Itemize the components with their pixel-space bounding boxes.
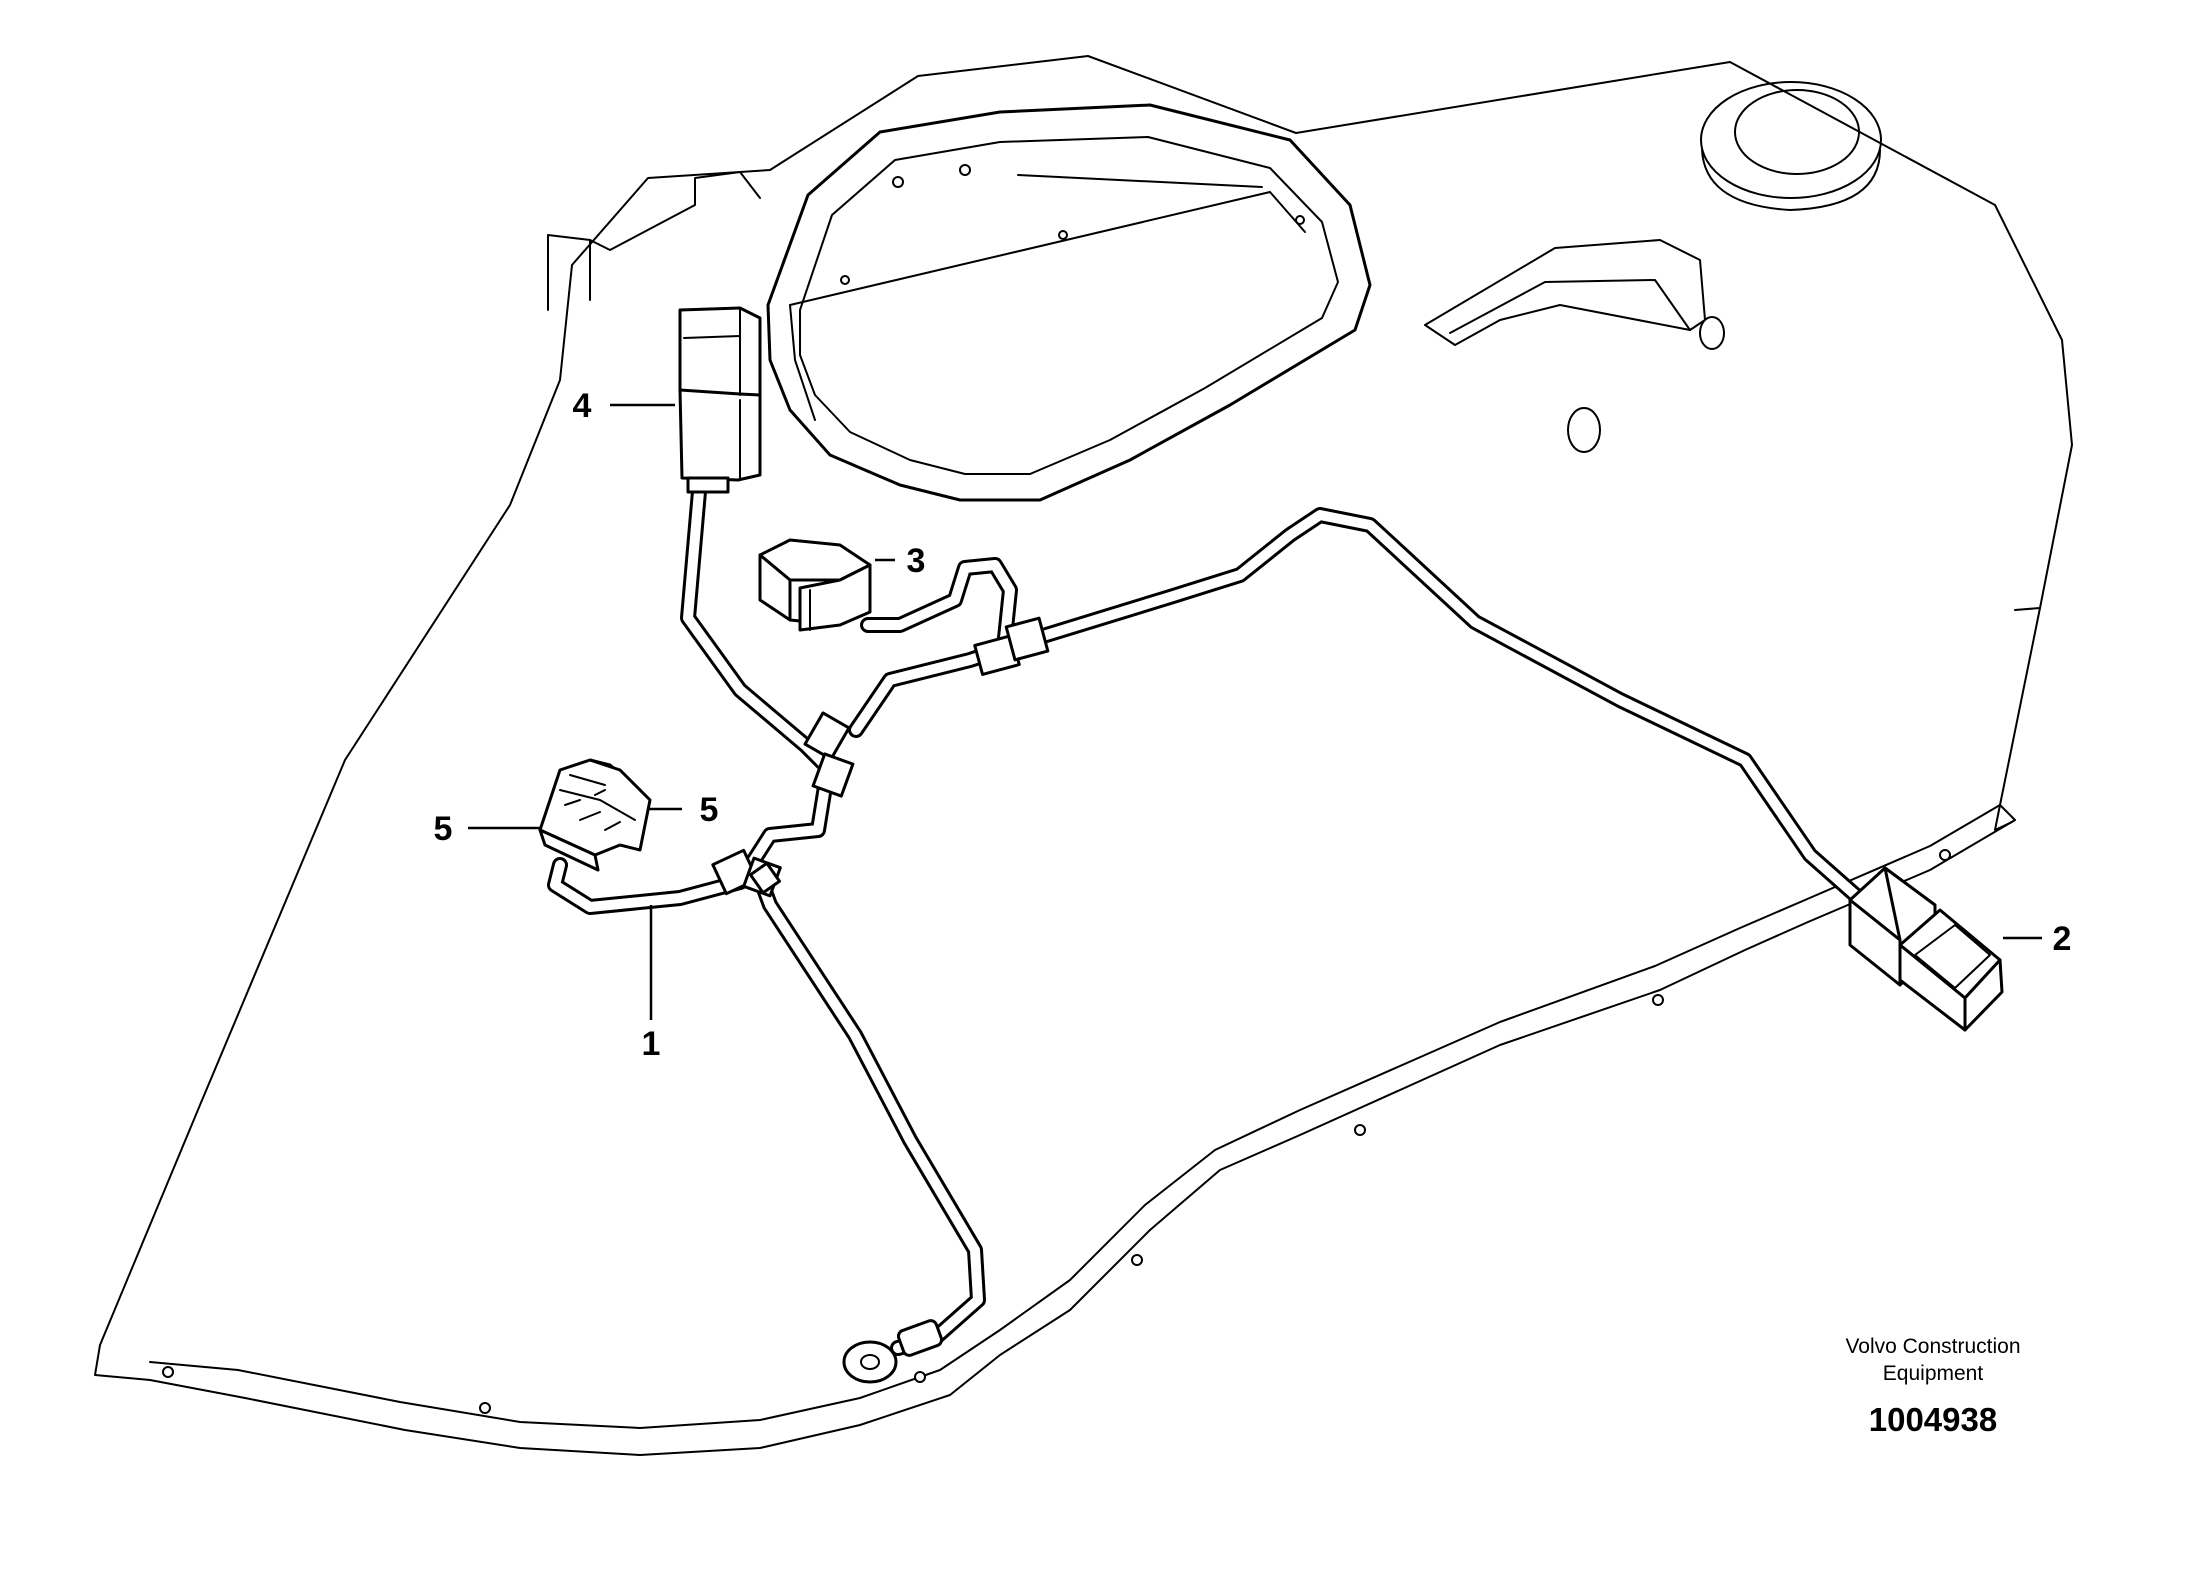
connector-5: [538, 758, 652, 872]
cab-panel: [94, 55, 2073, 1456]
document-number: 1004938: [1869, 1401, 1997, 1438]
speaker-boss: [1700, 81, 1882, 199]
window-opening-inner: [799, 136, 1339, 475]
connector-2: [1848, 866, 2004, 1032]
panel-flange: [149, 804, 2001, 1429]
credit-line-2: Equipment: [1883, 1362, 1984, 1385]
callout-5-right: 5: [700, 791, 719, 829]
credit-line-1: Volvo Construction: [1845, 1335, 2020, 1358]
panel-outline: [94, 55, 2073, 1456]
callout-5-left: 5: [434, 810, 453, 848]
callout-1: 1: [642, 1025, 661, 1063]
callout-2: 2: [2053, 920, 2072, 958]
callout-4: 4: [573, 387, 592, 425]
callouts: 4 3 5 5 1 2: [434, 387, 2072, 1063]
credit-block: Volvo Construction Equipment 1004938: [1845, 1335, 2020, 1438]
panel-left-tab: [547, 171, 761, 311]
connector-3: [758, 538, 872, 632]
connector-4: [678, 306, 762, 494]
ring-terminal: [842, 1319, 944, 1384]
panel-recess: [1424, 239, 1706, 346]
wiring-harness: [547, 472, 1878, 1384]
window-opening-outer: [766, 103, 1372, 502]
callout-3: 3: [907, 542, 926, 580]
